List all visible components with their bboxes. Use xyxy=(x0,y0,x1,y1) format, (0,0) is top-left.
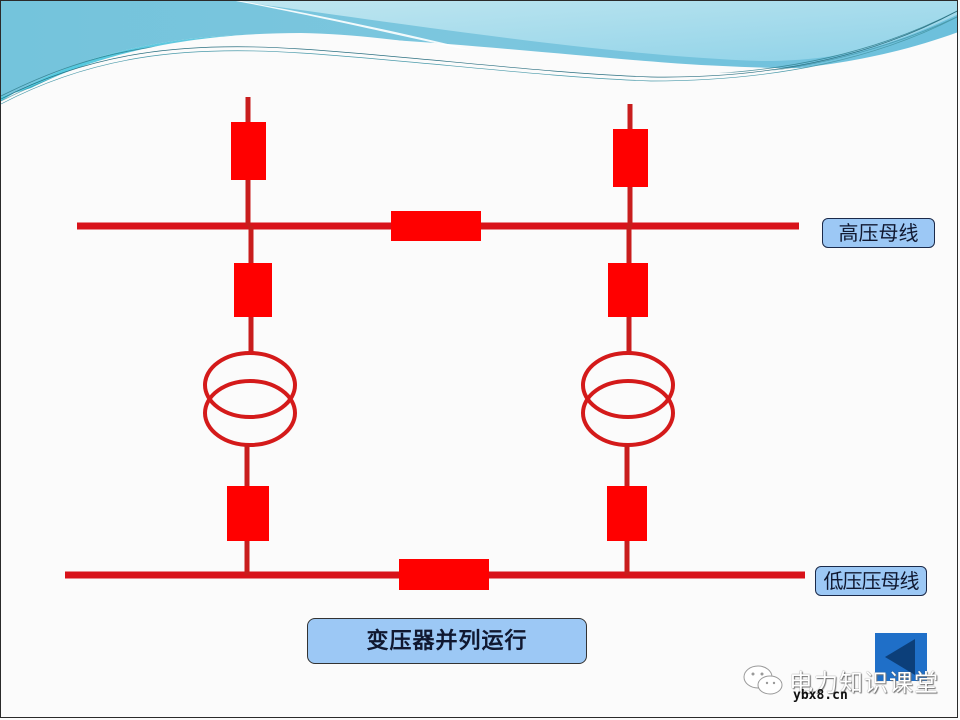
watermark-url: ybx8.cn xyxy=(793,688,848,703)
incoming-breaker-1 xyxy=(231,122,266,180)
high-voltage-bus-label: 高压母线 xyxy=(822,218,935,248)
back-button[interactable] xyxy=(875,633,927,681)
transformer-1-primary-winding xyxy=(203,351,297,419)
low-voltage-bus-label: 低压压母线 xyxy=(815,566,927,596)
wechat-icon xyxy=(743,665,783,695)
transformer-1-secondary-winding xyxy=(203,379,297,447)
hv-breaker-2 xyxy=(608,263,648,317)
wave-header-background xyxy=(1,1,957,121)
hv-tie-breaker xyxy=(391,211,481,241)
slide-title: 变压器并列运行 xyxy=(307,618,587,664)
transformer-2-primary-winding xyxy=(581,351,675,419)
watermark-text: 电力知识课堂 xyxy=(789,669,939,697)
triangle-left-icon xyxy=(885,639,915,675)
transformer-branch-1 xyxy=(203,97,297,575)
transformer-branch-2 xyxy=(581,104,675,575)
low-voltage-bus xyxy=(65,559,805,590)
lv-tie-breaker xyxy=(399,559,489,590)
high-voltage-bus xyxy=(77,211,799,241)
lv-breaker-1 xyxy=(227,486,269,541)
transformer-2-secondary-winding xyxy=(581,379,675,447)
lv-breaker-2 xyxy=(607,486,647,541)
hv-breaker-1 xyxy=(234,263,272,317)
incoming-breaker-2 xyxy=(613,129,648,187)
